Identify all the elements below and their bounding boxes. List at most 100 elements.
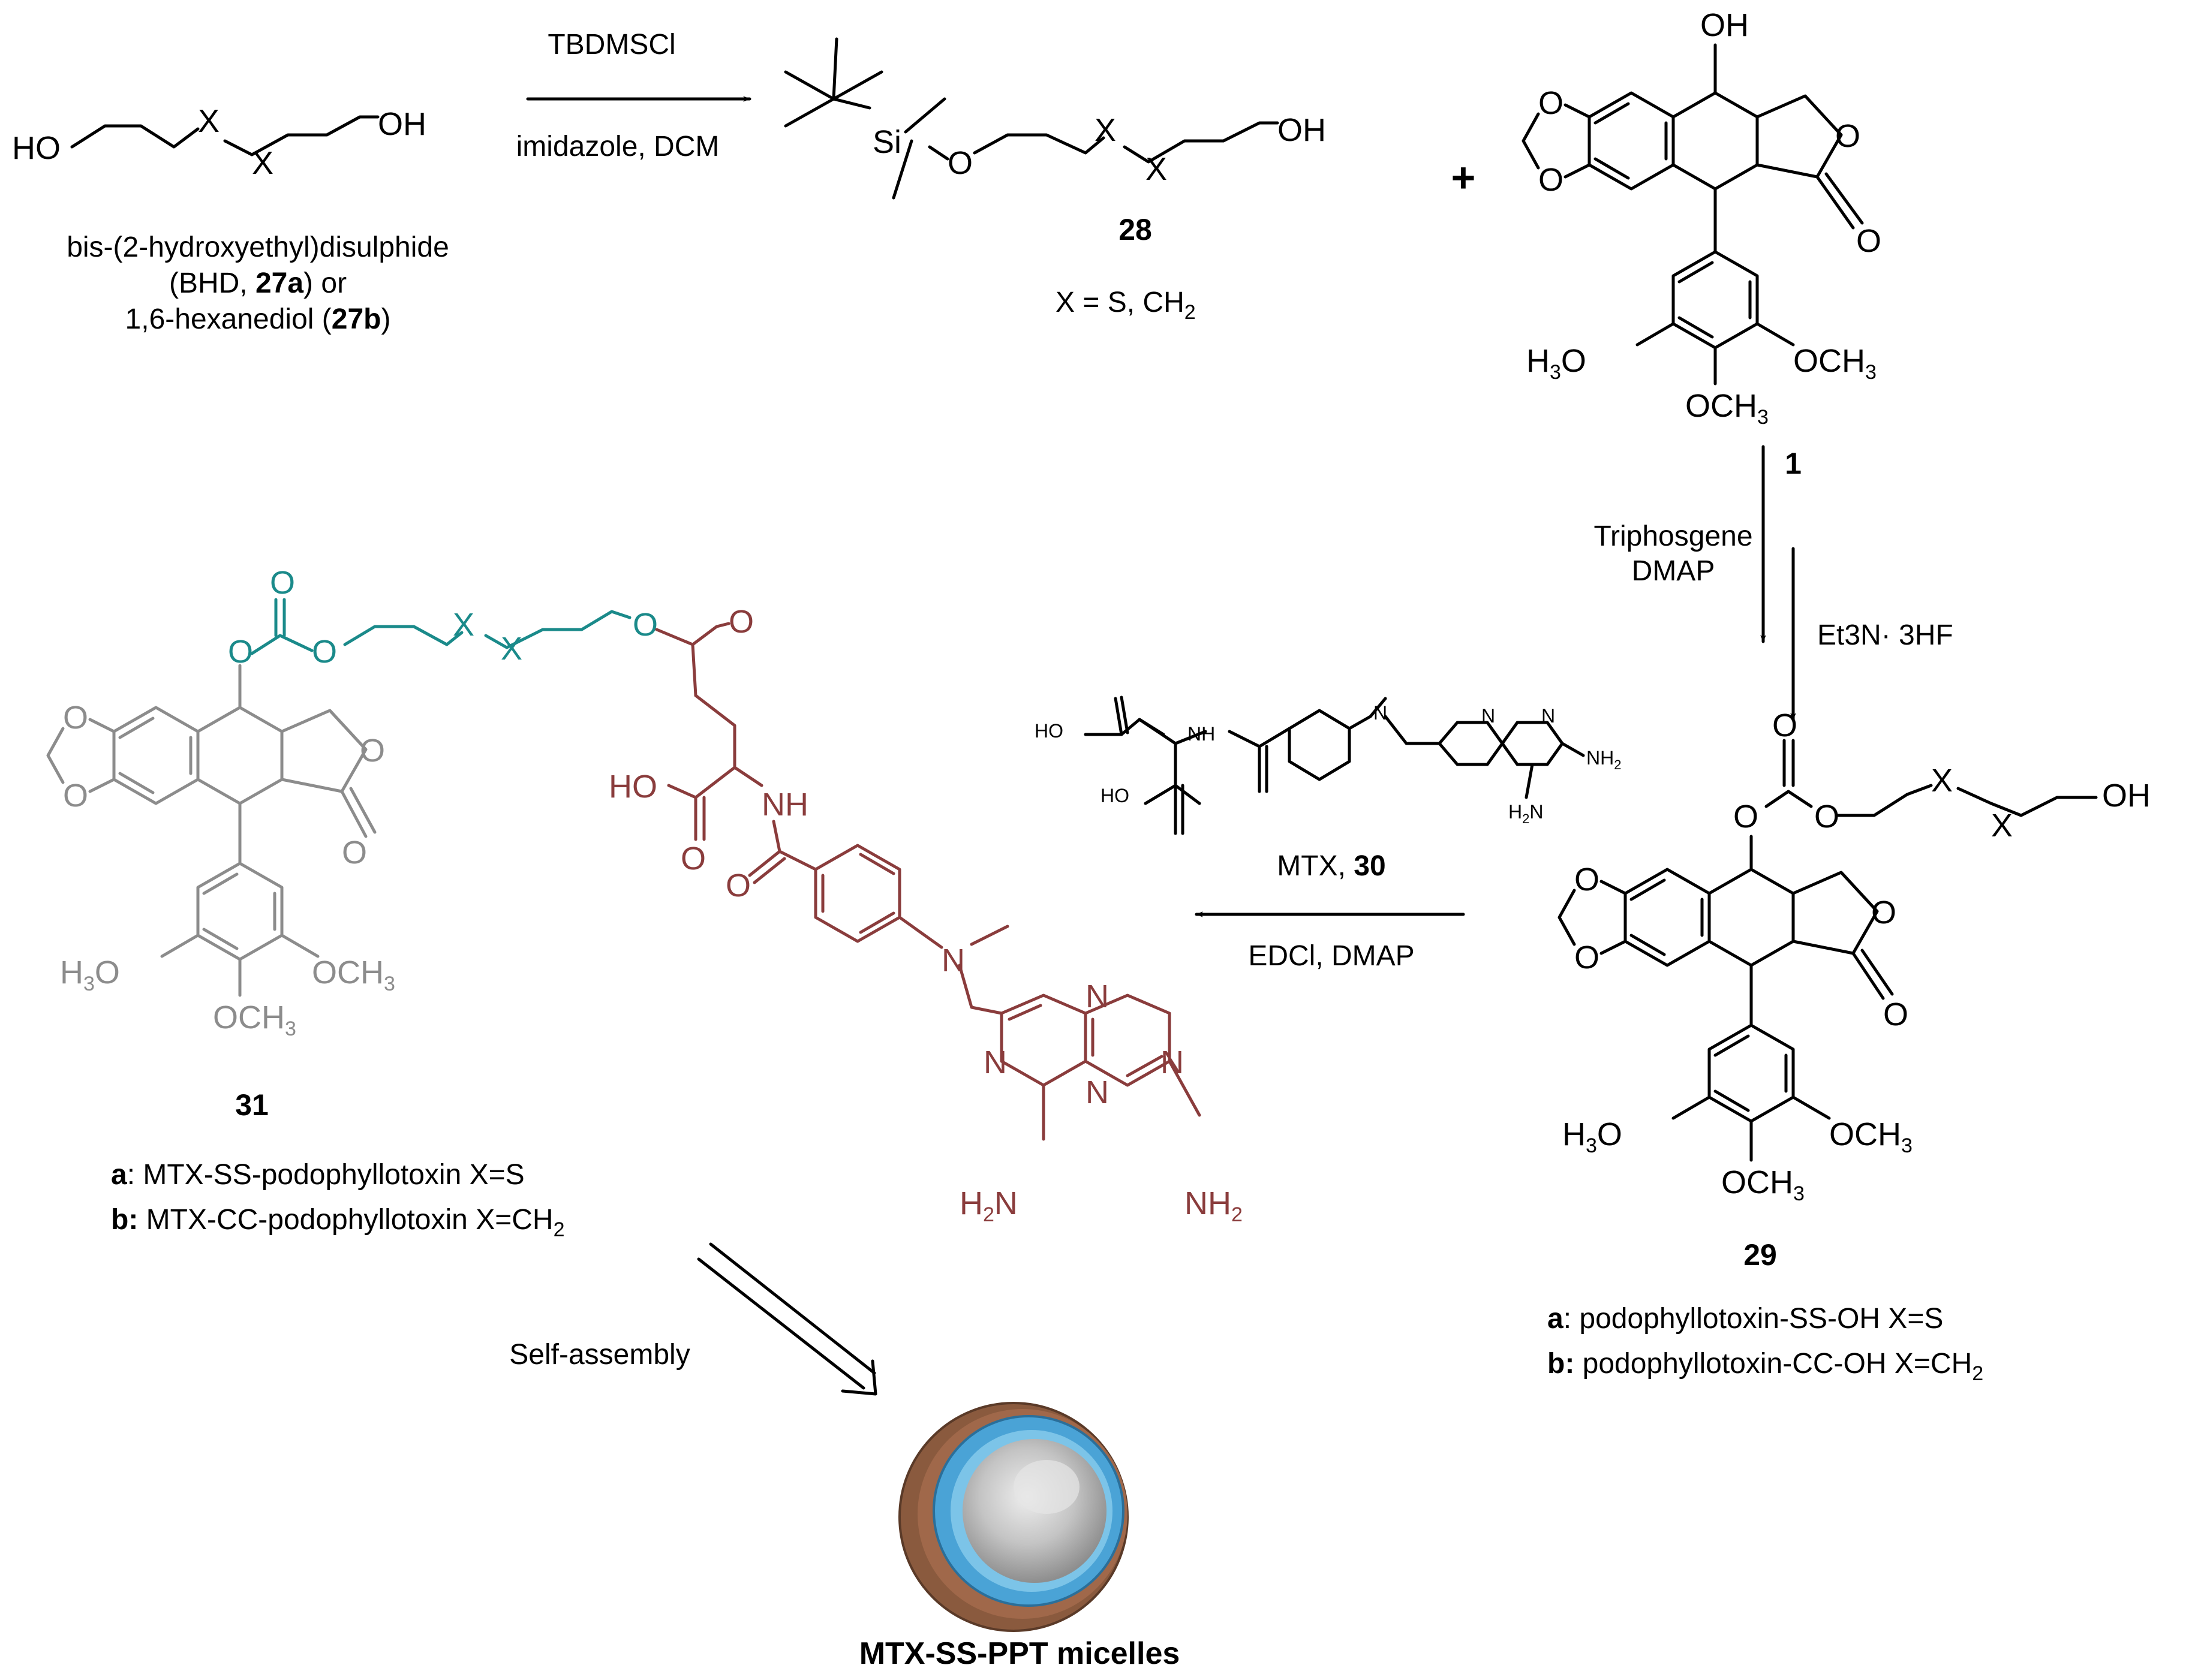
atom-o: O (1574, 862, 1599, 898)
atom-o: O (1538, 85, 1563, 121)
atom-o: O (63, 700, 88, 736)
self-assembly-label: Self-assembly (509, 1339, 690, 1371)
atom-oh: OH (2102, 778, 2151, 814)
atom-n: N (1373, 702, 1387, 724)
atom-nh: NH (762, 787, 808, 823)
c27-name-line1: bis-(2-hydroxyethyl)disulphide (67, 231, 449, 263)
compound-31-linker-part: O O O X X O (228, 565, 658, 670)
c27-name-line3: 1,6-hexanediol (27b) (125, 303, 391, 335)
c27-name-line2: (BHD, 27a) or (169, 267, 347, 299)
reagent-edcl-dmap: EDCl, DMAP (1248, 940, 1414, 972)
reagent-dmap: DMAP (1632, 555, 1715, 587)
atom-n: N (942, 943, 965, 979)
atom-och3: OCH3 (1829, 1116, 1913, 1157)
atom-och3: OCH3 (213, 999, 296, 1040)
compound-29-variant-a: a: podophyllotoxin-SS-OH X=S (1547, 1303, 1943, 1335)
atom-o: O (1883, 996, 1908, 1032)
atom-h3co: H3O (1526, 343, 1586, 384)
atom-o: O (312, 634, 337, 670)
atom-och3: OCH3 (312, 955, 395, 995)
atom-och3: OCH3 (1793, 343, 1877, 384)
atom-oh: OH (378, 106, 426, 142)
atom-x: X (1095, 112, 1116, 148)
atom-ho: HO (1035, 720, 1063, 742)
atom-och3: OCH3 (1721, 1164, 1805, 1205)
atom-x: X (252, 145, 273, 181)
compound-29-variant-b: b: podophyllotoxin-CC-OH X=CH2 (1547, 1348, 1983, 1385)
atom-o: O (1835, 118, 1860, 154)
atom-o: O (729, 604, 754, 640)
compound-number-29: 29 (1743, 1238, 1777, 1272)
micelle-label: MTX-SS-PPT micelles (859, 1636, 1180, 1671)
atom-n: N (984, 1044, 1007, 1080)
atom-o: O (63, 778, 88, 814)
atom-h2n: H2N (1508, 801, 1543, 826)
atom-o: O (1814, 799, 1839, 835)
atom-si: Si (873, 124, 901, 160)
atom-ho: HO (1101, 785, 1129, 806)
atom-o: O (1733, 799, 1758, 835)
atom-o: O (360, 733, 385, 769)
compound-30-structure: HO NH HO N N N NH2 H2N (1035, 696, 1621, 835)
compound-31-mtx-part: O HO O NH O N N N N N H2N NH2 (609, 604, 1243, 1226)
compound-31-variant-a: a: MTX-SS-podophyllotoxin X=S (111, 1159, 525, 1191)
atom-o: O (1856, 223, 1881, 259)
atom-x: X (1145, 151, 1167, 187)
micelle-illustration (898, 1402, 1129, 1632)
compound-29-structure: O O O X X OH O O O O H3O O (1557, 707, 2151, 1205)
reaction-arrow-step1: TBDMSCl imidazole, DCM (516, 29, 751, 162)
compound-28-x-def: X = S, CH2 (1056, 287, 1196, 324)
atom-n: N (1481, 705, 1495, 727)
atom-o: O (342, 835, 367, 871)
compound-27-caption: bis-(2-hydroxyethyl)disulphide (BHD, 27a… (67, 231, 449, 335)
atom-x: X (198, 103, 220, 139)
reaction-arrow-step2: Triphosgene DMAP (1593, 445, 1766, 643)
atom-o: O (726, 868, 751, 904)
atom-oh: OH (1277, 112, 1326, 148)
atom-o: O (633, 607, 658, 643)
plus-sign: + (1451, 154, 1476, 201)
atom-n: N (1160, 1044, 1184, 1080)
atom-x: X (453, 607, 474, 643)
atom-o: O (270, 565, 295, 601)
atom-o: O (948, 145, 973, 181)
compound-28-structure: Si O X X OH (784, 37, 1326, 200)
atom-h3co: H3O (60, 955, 120, 995)
atom-ho: HO (12, 130, 61, 166)
atom-ho: HO (609, 769, 657, 805)
atom-o: O (1538, 162, 1563, 198)
atom-o: O (1772, 707, 1797, 743)
atom-h3co: H3O (1562, 1116, 1622, 1157)
atom-x: X (501, 631, 522, 667)
compound-27-structure: HO X X OH (12, 103, 426, 181)
reagent-imidazole-dcm: imidazole, DCM (516, 131, 720, 162)
atom-o: O (228, 634, 253, 670)
atom-nh2: NH2 (1586, 747, 1621, 772)
reaction-arrow-step4: MTX, 30 EDCl, DMAP (1195, 850, 1465, 972)
atom-h2n: H2N (960, 1185, 1018, 1226)
atom-x: X (1991, 808, 2013, 844)
reagent-tbdmscl: TBDMSCl (548, 29, 675, 61)
atom-n: N (1086, 1074, 1109, 1110)
reaction-arrow-step3: Et3N· 3HF (1790, 547, 1953, 721)
atom-n: N (1086, 979, 1109, 1014)
atom-o: O (681, 841, 706, 877)
reagent-mtx-30: MTX, 30 (1277, 850, 1385, 882)
reagent-et3n-3hf: Et3N· 3HF (1817, 619, 1953, 651)
atom-och3: OCH3 (1685, 388, 1769, 429)
reagent-triphosgene: Triphosgene (1593, 520, 1752, 552)
atom-o: O (1871, 895, 1896, 931)
compound-31-podophyllotoxin-part: O O O O H3O OCH3 OCH3 (46, 664, 395, 1040)
atom-oh: OH (1700, 7, 1749, 43)
atom-n: N (1541, 705, 1555, 727)
self-assembly-arrow: Self-assembly (509, 1242, 877, 1396)
atom-nh: NH (1187, 723, 1215, 745)
compound-number-1: 1 (1785, 447, 1802, 480)
atom-x: X (1931, 763, 1953, 799)
compound-number-28: 28 (1118, 213, 1152, 246)
compound-number-31: 31 (235, 1088, 269, 1122)
atom-nh2: NH2 (1184, 1185, 1243, 1226)
compound-31-variant-b: b: MTX-CC-podophyllotoxin X=CH2 (111, 1204, 564, 1241)
atom-o: O (1574, 940, 1599, 976)
